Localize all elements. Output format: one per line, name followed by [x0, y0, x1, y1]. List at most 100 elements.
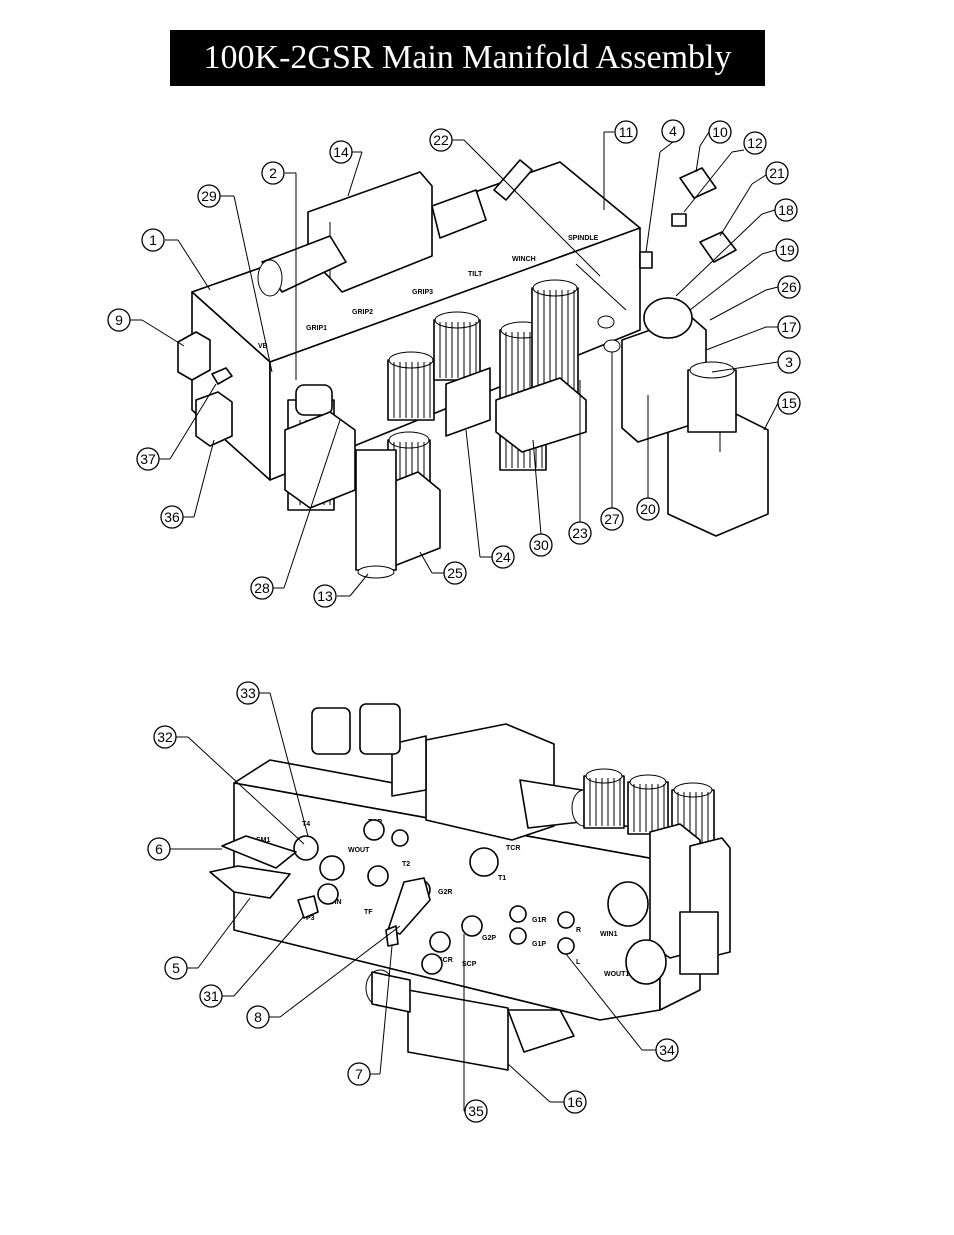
callout-11: 11 — [603, 120, 638, 210]
bottom-port-label: SCR — [438, 957, 453, 964]
port-fitting — [429, 931, 451, 953]
bottom-manifold-front — [233, 782, 661, 1021]
top-port-label: GRIP2 — [352, 309, 373, 316]
filter-cartridge — [355, 449, 397, 571]
bottom-port-label: TCR — [506, 845, 520, 852]
side-fitting — [607, 881, 649, 927]
svg-text:20: 20 — [640, 501, 656, 517]
cartridge-valve — [433, 311, 481, 381]
svg-text:3: 3 — [785, 354, 793, 370]
svg-text:22: 22 — [433, 132, 449, 148]
bottom-solenoid-left-16 — [371, 971, 411, 1013]
port-fitting — [293, 835, 319, 861]
port-fitting — [367, 865, 389, 887]
cartridge-valve — [627, 774, 669, 835]
callout-4: 4 — [645, 119, 685, 253]
callout-26: 26 — [709, 275, 801, 321]
callout-37: 37 — [136, 383, 217, 471]
callout-7: 7 — [347, 945, 393, 1086]
svg-text:29: 29 — [201, 188, 217, 204]
top-port-label: GRIP3 — [412, 289, 433, 296]
bottom-port-label: T2 — [402, 861, 410, 868]
cartridge-valve — [387, 351, 435, 421]
top-solenoid-cap — [257, 259, 283, 297]
svg-text:26: 26 — [781, 279, 797, 295]
svg-text:33: 33 — [240, 685, 256, 701]
o-ring-27 — [597, 315, 615, 329]
bottom-port-label: WOUT1 — [604, 971, 629, 978]
svg-text:5: 5 — [172, 960, 180, 976]
svg-text:13: 13 — [317, 588, 333, 604]
callout-2: 2 — [261, 161, 297, 380]
callout-24: 24 — [465, 429, 515, 569]
svg-text:4: 4 — [669, 123, 677, 139]
callout-29: 29 — [197, 184, 273, 373]
callout-35: 35 — [463, 934, 488, 1123]
svg-text:10: 10 — [712, 124, 728, 140]
port-fitting — [557, 937, 575, 955]
fitting-9 — [177, 331, 211, 381]
page-title: 100K-2GSR Main Manifold Assembly — [203, 39, 732, 76]
bottom-solenoid-16 — [507, 1009, 575, 1053]
top-port-label: VB — [258, 343, 268, 350]
callout-25: 25 — [419, 551, 467, 585]
elbow-fitting-6 — [221, 835, 297, 869]
port-fitting — [317, 883, 339, 905]
callout-17: 17 — [705, 315, 801, 351]
port-fitting — [319, 855, 345, 881]
callout-9: 9 — [107, 308, 185, 347]
svg-text:2: 2 — [269, 165, 277, 181]
fitting-36 — [195, 391, 233, 447]
svg-text:16: 16 — [567, 1094, 583, 1110]
valve-block — [284, 411, 356, 509]
callout-30: 30 — [529, 439, 553, 557]
svg-text:27: 27 — [604, 511, 620, 527]
callout-32: 32 — [153, 725, 305, 845]
svg-text:6: 6 — [155, 841, 163, 857]
callout-15: 15 — [763, 391, 801, 431]
bottom-port-label: T4 — [302, 821, 310, 828]
svg-text:32: 32 — [157, 729, 173, 745]
pin-4 — [639, 251, 653, 269]
svg-text:31: 31 — [203, 988, 219, 1004]
svg-text:25: 25 — [447, 565, 463, 581]
callout-12: 12 — [683, 131, 767, 213]
svg-text:36: 36 — [164, 509, 180, 525]
top-port-label: WINCH — [512, 256, 536, 263]
bottom-port-label: G1R — [532, 917, 546, 924]
callout-33: 33 — [236, 681, 309, 837]
bottom-port-label: TF — [364, 909, 373, 916]
svg-text:35: 35 — [468, 1103, 484, 1119]
bottom-block-16 — [407, 989, 509, 1071]
port-fitting — [391, 829, 409, 847]
svg-text:14: 14 — [333, 144, 349, 160]
port-fitting — [363, 819, 385, 841]
svg-text:15: 15 — [781, 395, 797, 411]
callout-1: 1 — [141, 228, 211, 291]
callout-34: 34 — [565, 953, 679, 1062]
callout-20: 20 — [636, 442, 660, 521]
callout-21: 21 — [719, 161, 789, 237]
cartridge-valve — [583, 768, 625, 829]
callout-14: 14 — [329, 140, 363, 197]
bottom-port-label: L — [576, 959, 581, 966]
bottom-manifold-view: TCP TCR WOUT T2 T1 T4 SM1 WIN P3 TF G2R … — [147, 681, 731, 1123]
top-callouts: 1 2 3 4 9 10 1 — [107, 119, 801, 608]
side-fitting — [625, 939, 667, 985]
svg-text:9: 9 — [115, 312, 123, 328]
svg-text:11: 11 — [619, 124, 634, 140]
callout-13: 13 — [313, 573, 369, 608]
bottom-callouts: 5 6 7 8 16 31 — [147, 681, 679, 1123]
elbow-fitting-8 — [387, 877, 431, 935]
svg-text:7: 7 — [355, 1066, 363, 1082]
fitting-37 — [211, 367, 233, 385]
bottom-port-label: WIN1 — [600, 931, 618, 938]
top-solenoid-coil-right — [431, 189, 487, 239]
port-fitting — [469, 847, 499, 877]
callout-28: 28 — [250, 419, 341, 600]
svg-text:8: 8 — [254, 1009, 262, 1025]
port-fitting — [421, 953, 443, 975]
bottom-port-label: G1P — [532, 941, 546, 948]
callout-22: 22 — [429, 128, 601, 277]
